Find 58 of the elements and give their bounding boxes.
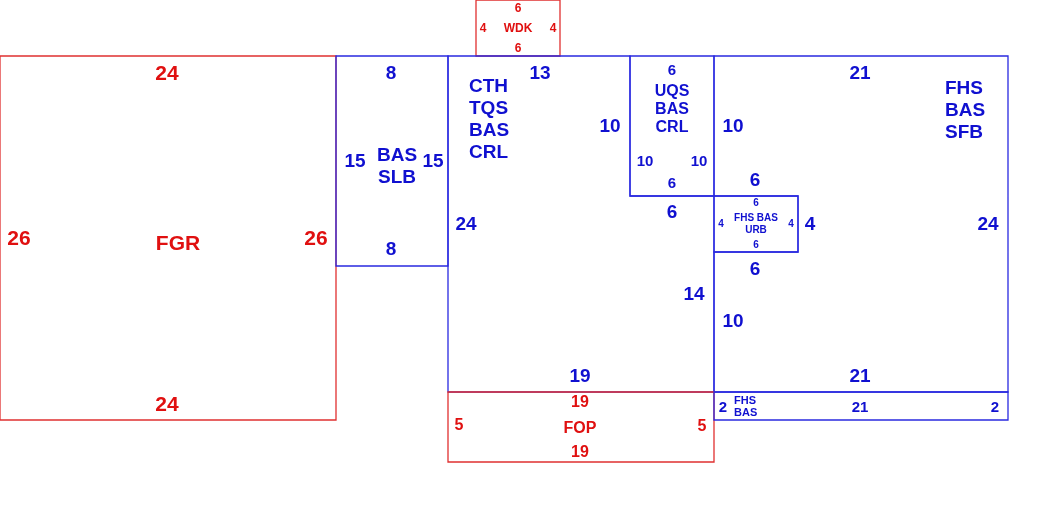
dimension-label: 6 <box>514 42 522 54</box>
dimension-label: 21 <box>851 398 869 414</box>
dimension-label: 13 <box>529 62 551 82</box>
dimension-label: 4 <box>718 219 724 229</box>
room-outline <box>714 196 798 252</box>
dimension-label: 6 <box>667 174 677 190</box>
room-name: FGR <box>154 231 202 255</box>
dimension-label: 15 <box>344 150 366 170</box>
dimension-label: 6 <box>749 169 761 189</box>
dimension-label: 5 <box>697 418 707 434</box>
dimension-label: 19 <box>569 365 591 385</box>
room-outline <box>0 56 336 420</box>
room-name: FOP <box>562 419 598 437</box>
room-name: FHS BAS <box>734 394 759 418</box>
dimension-label: 19 <box>571 394 589 410</box>
dimension-label: 21 <box>849 365 871 385</box>
dimension-label: 10 <box>722 310 744 330</box>
room-name: FHS BAS URB <box>733 212 779 236</box>
dimension-label: 4 <box>479 22 487 34</box>
dimension-label: 6 <box>753 198 759 208</box>
dimension-label: 8 <box>385 238 397 258</box>
dimension-label: 10 <box>690 152 708 168</box>
room-name: UQS BAS CRL <box>653 82 691 136</box>
room-outline <box>630 56 714 196</box>
room-outline <box>448 392 714 462</box>
dimension-label: 6 <box>666 201 678 221</box>
dimension-label: 19 <box>571 444 589 460</box>
dimension-label: 8 <box>385 62 397 82</box>
room-outline <box>476 0 560 56</box>
dimension-label: 10 <box>636 152 654 168</box>
dimension-label: 21 <box>849 62 871 82</box>
dimension-label: 24 <box>977 213 999 233</box>
room-outline <box>336 56 448 266</box>
dimension-label: 2 <box>718 398 728 414</box>
dimension-label: 24 <box>155 392 179 414</box>
dimension-label: 6 <box>667 61 677 77</box>
room-name: BAS SLB <box>375 144 419 188</box>
dimension-label: 26 <box>304 226 328 248</box>
dimension-label: 10 <box>722 115 744 135</box>
dimension-label: 24 <box>155 61 179 83</box>
room-name: FHS BAS SFB <box>945 77 987 143</box>
dimension-label: 5 <box>454 417 464 433</box>
room-name: CTH TQS BAS CRL <box>469 75 511 163</box>
dimension-label: 14 <box>683 283 705 303</box>
dimension-label: 24 <box>455 213 477 233</box>
room-outline <box>714 56 1008 392</box>
dimension-label: 4 <box>788 219 794 229</box>
dimension-label: 4 <box>804 213 816 233</box>
dimension-label: 6 <box>749 258 761 278</box>
dimension-label: 15 <box>422 150 444 170</box>
dimension-label: 10 <box>599 115 621 135</box>
dimension-label: 6 <box>753 240 759 250</box>
room-name: WDK <box>502 22 534 34</box>
dimension-label: 4 <box>549 22 557 34</box>
room-outline <box>714 392 1008 420</box>
dimension-label: 6 <box>514 2 522 14</box>
dimension-label: 2 <box>990 398 1000 414</box>
dimension-label: 26 <box>7 226 31 248</box>
